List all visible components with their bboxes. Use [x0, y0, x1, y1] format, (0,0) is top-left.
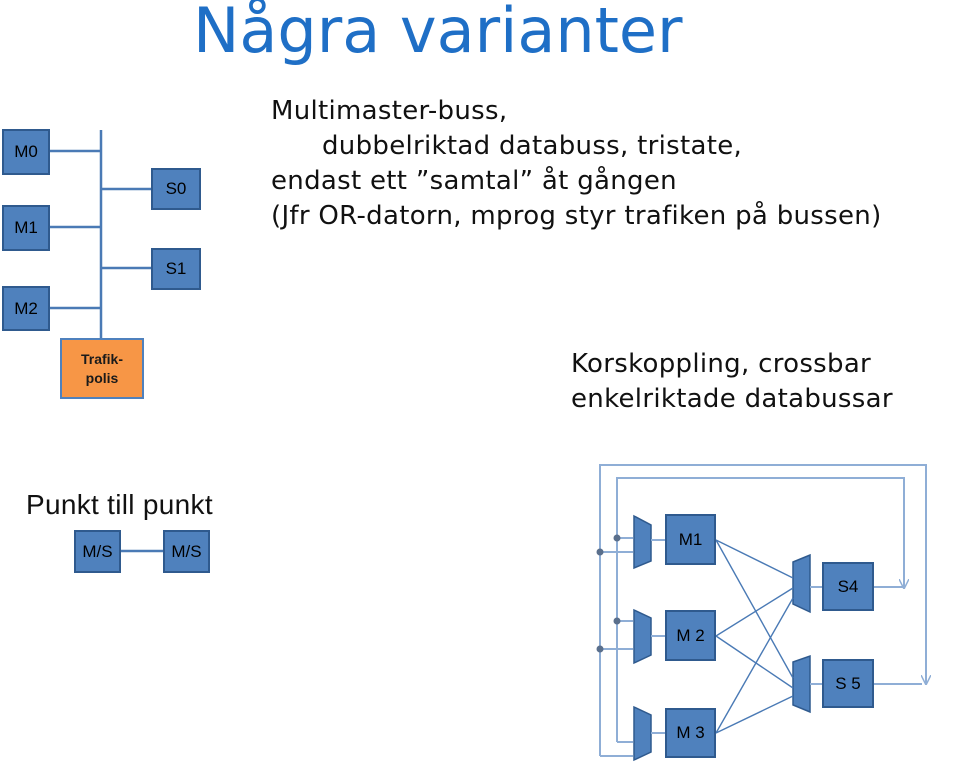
multimaster-line-1: Multimaster-buss,: [271, 96, 508, 126]
crossbar-master-m1: M1: [665, 514, 716, 565]
traffic-police-line-2: polis: [85, 369, 119, 386]
multimaster-bus: [50, 130, 151, 338]
crossbar-slave-s5: S 5: [822, 659, 874, 708]
slave-s1: S1: [151, 248, 201, 290]
traffic-police: Trafik- polis: [60, 338, 144, 399]
mux-s5: [792, 654, 811, 714]
crossbar-line-1: Korskoppling, crossbar: [571, 349, 872, 379]
mux-m2: [633, 608, 652, 665]
master-m1: M1: [2, 205, 50, 251]
mux-s4: [792, 553, 811, 614]
crossbar-multiplexers: [633, 514, 811, 762]
mux-m1: [633, 514, 652, 570]
mux-m3: [633, 705, 652, 762]
crossbar-mux-outputs: [651, 539, 822, 734]
multimaster-line-3: endast ett ”samtal” åt gången: [271, 166, 677, 196]
point-node-a: M/S: [74, 530, 121, 573]
multimaster-line-2: dubbelriktad databuss, tristate,: [322, 131, 743, 161]
point-node-b: M/S: [163, 530, 210, 573]
traffic-police-line-1: Trafik-: [80, 350, 123, 367]
crossbar-slave-s4: S4: [822, 562, 874, 611]
page-title: Några varianter: [193, 0, 683, 67]
point-to-point-heading: Punkt till punkt: [26, 489, 213, 520]
crossbar-connections: [715, 539, 794, 734]
slave-s0: S0: [151, 168, 201, 210]
master-m2: M2: [2, 286, 50, 331]
master-m0: M0: [2, 129, 50, 175]
crossbar-mux-inputs: [599, 537, 922, 757]
crossbar-loops: [599, 464, 926, 684]
crossbar-master-m3: M 3: [665, 708, 716, 758]
multimaster-line-4: (Jfr OR-datorn, mprog styr trafiken på b…: [271, 201, 882, 231]
crossbar-junctions: [596, 534, 621, 653]
crossbar-master-m2: M 2: [665, 610, 716, 661]
crossbar-line-2: enkelriktade databussar: [571, 384, 893, 414]
